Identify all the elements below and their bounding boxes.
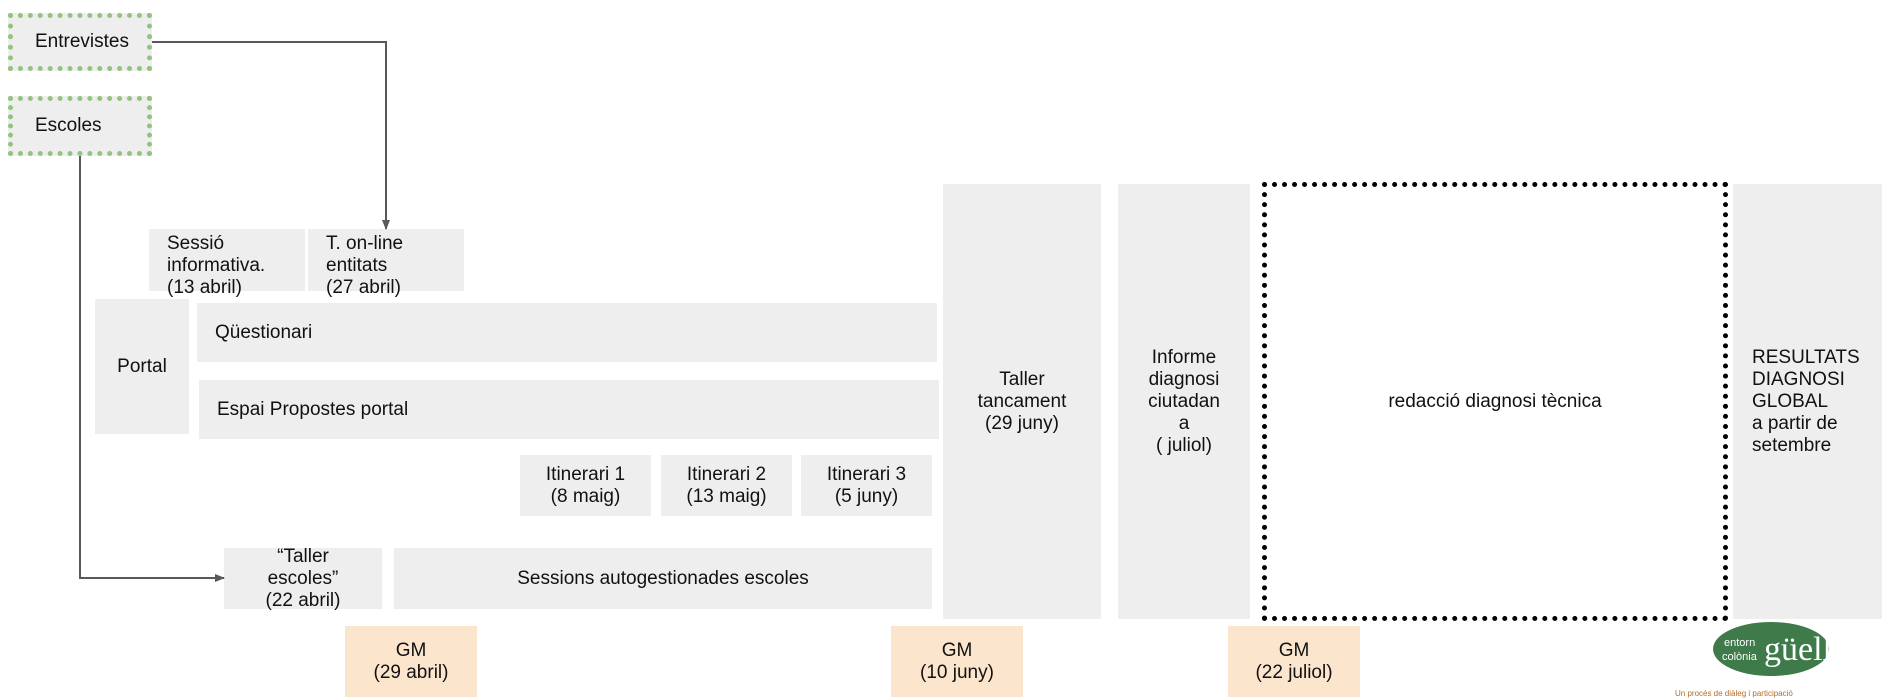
gm-box-2: GM (10 juny) xyxy=(891,626,1023,697)
itinerari-3-box: Itinerari 3 (5 juny) xyxy=(801,455,932,516)
informe-diagnosi-box: Informe diagnosi ciutadan a ( juliol) xyxy=(1118,184,1250,619)
resultats-box: RESULTATS DIAGNOSI GLOBAL a partir de se… xyxy=(1733,184,1882,619)
gm-box-1: GM (29 abril) xyxy=(345,626,477,697)
logo-big-text: güell xyxy=(1764,631,1830,668)
taller-tancament-box: Taller tancament (29 juny) xyxy=(943,184,1101,619)
portal-box: Portal xyxy=(95,299,189,434)
arrow-entrevistes-to-online xyxy=(152,41,390,230)
redaccio-diagnosi-label: redacció diagnosi tècnica xyxy=(1388,390,1602,412)
gm-box-3: GM (22 juliol) xyxy=(1228,626,1360,697)
taller-escoles-box: “Taller escoles” (22 abril) xyxy=(224,546,382,611)
arrow-escoles-to-taller xyxy=(79,156,225,582)
espai-propostes-label: Espai Propostes portal xyxy=(217,398,409,420)
escoles-box: Escoles xyxy=(8,96,152,156)
t-online-entitats-box: T. on-line entitats (27 abril) xyxy=(308,229,464,298)
portal-label: Portal xyxy=(117,355,167,377)
logo-tagline: Un procés de diàleg i participació xyxy=(1675,689,1793,698)
logo-small-text-1: entorn xyxy=(1724,637,1755,649)
itinerari-2-box: Itinerari 2 (13 maig) xyxy=(661,455,792,516)
sessions-autogestionades-box: Sessions autogestionades escoles xyxy=(394,548,932,609)
itinerari-1-box: Itinerari 1 (8 maig) xyxy=(520,455,651,516)
sessio-informativa-box: Sessió informativa. (13 abril) xyxy=(149,229,305,298)
entrevistes-label: Entrevistes xyxy=(35,31,129,52)
redaccio-diagnosi-box: redacció diagnosi tècnica xyxy=(1262,182,1728,621)
entrevistes-box: Entrevistes xyxy=(8,13,152,71)
entorn-colonia-guell-logo: entorn colònia güell xyxy=(1713,622,1830,676)
espai-propostes-box: Espai Propostes portal xyxy=(199,380,939,439)
questionari-box: Qüestionari xyxy=(197,303,937,362)
questionari-label: Qüestionari xyxy=(215,321,313,343)
logo-small-text-2: colònia xyxy=(1722,651,1758,663)
sessions-autogestionades-label: Sessions autogestionades escoles xyxy=(517,567,809,589)
escoles-label: Escoles xyxy=(35,115,102,136)
